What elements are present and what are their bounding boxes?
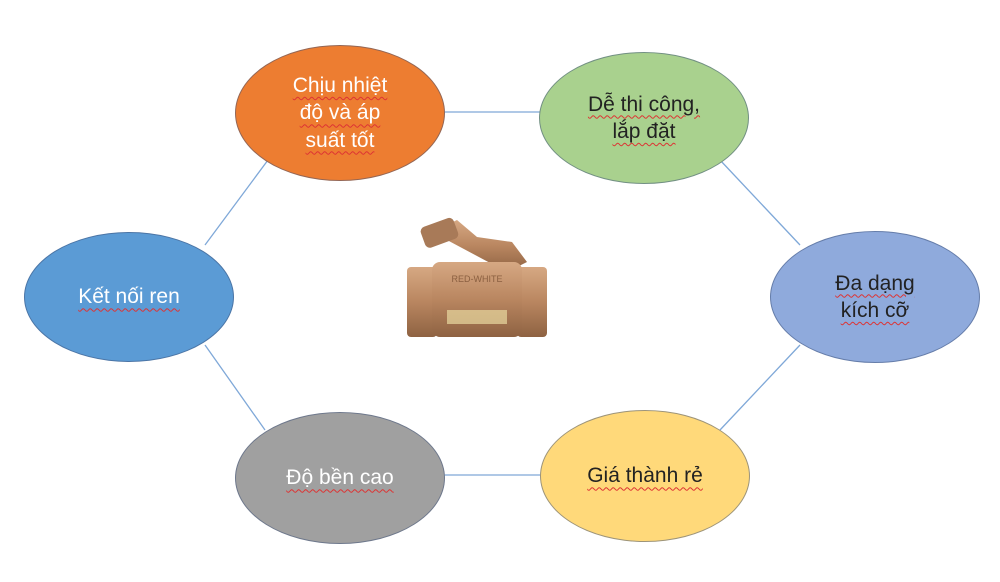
node-label: Độ bền cao	[286, 466, 394, 490]
node-label: Dễ thi công, lắp đặt	[587, 92, 701, 143]
node-label: Đa dạng kích cỡ	[835, 271, 915, 322]
node-durability: Độ bền cao	[235, 412, 445, 544]
node-label: Chịu nhiệt độ và áp suất tốt	[292, 74, 388, 152]
valve-marking: RED-WHITE	[452, 274, 503, 284]
node-easy-install: Dễ thi công, lắp đặt	[539, 52, 749, 184]
connector	[204, 159, 269, 246]
connector	[719, 159, 801, 246]
node-label: Kết nối ren	[78, 285, 180, 309]
node-heat-pressure: Chịu nhiệt độ và áp suất tốt	[235, 45, 445, 181]
connector	[719, 344, 801, 431]
connector	[204, 344, 266, 431]
node-sizes: Đa dạng kích cỡ	[770, 231, 980, 363]
node-threaded: Kết nối ren	[24, 232, 234, 362]
node-low-price: Giá thành rẻ	[540, 410, 750, 542]
node-label: Giá thành rẻ	[587, 464, 703, 488]
valve-image: RED-WHITE	[407, 217, 547, 337]
